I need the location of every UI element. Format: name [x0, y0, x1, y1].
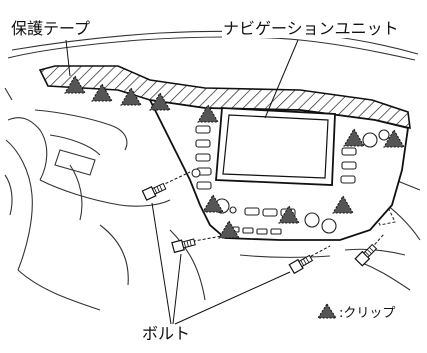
clip-icon	[202, 194, 224, 213]
bolts	[141, 182, 378, 275]
clip-icon	[197, 104, 219, 123]
bolt-icon	[354, 243, 378, 267]
leader-lines	[65, 39, 299, 325]
bolt-leader-1	[151, 202, 172, 325]
right-buttons	[340, 129, 390, 184]
navigation-screen	[215, 107, 336, 186]
legend: :クリップ	[317, 301, 395, 321]
clip-triangle-icon	[317, 303, 337, 319]
tape-leader	[65, 39, 71, 77]
bolt-icon	[171, 238, 196, 254]
clip-icon	[218, 220, 240, 239]
bolt-leader-3	[174, 271, 291, 325]
clip-icon	[332, 195, 354, 214]
clip-icon	[383, 129, 405, 148]
legend-clip-label: :クリップ	[339, 305, 396, 321]
bolt-icon	[141, 182, 167, 201]
clip-icon	[64, 75, 86, 94]
left-buttons	[191, 125, 212, 190]
bolt-label: ボルト	[141, 324, 192, 343]
clip-icon	[343, 128, 365, 147]
navigation-unit-label: ナビゲーションユニット	[222, 19, 400, 38]
protective-tape-label: 保護テープ	[10, 19, 92, 38]
clip-icon	[278, 205, 300, 224]
bolt-icon	[288, 254, 314, 275]
clip-markers	[64, 75, 405, 239]
bolt-leader-2	[172, 253, 182, 325]
clip-icon	[120, 87, 142, 106]
nav-leader	[264, 39, 299, 119]
clip-icon	[91, 83, 113, 102]
dashboard-body	[4, 30, 421, 311]
clip-icon	[149, 92, 171, 111]
lower-control-panel	[214, 198, 337, 235]
